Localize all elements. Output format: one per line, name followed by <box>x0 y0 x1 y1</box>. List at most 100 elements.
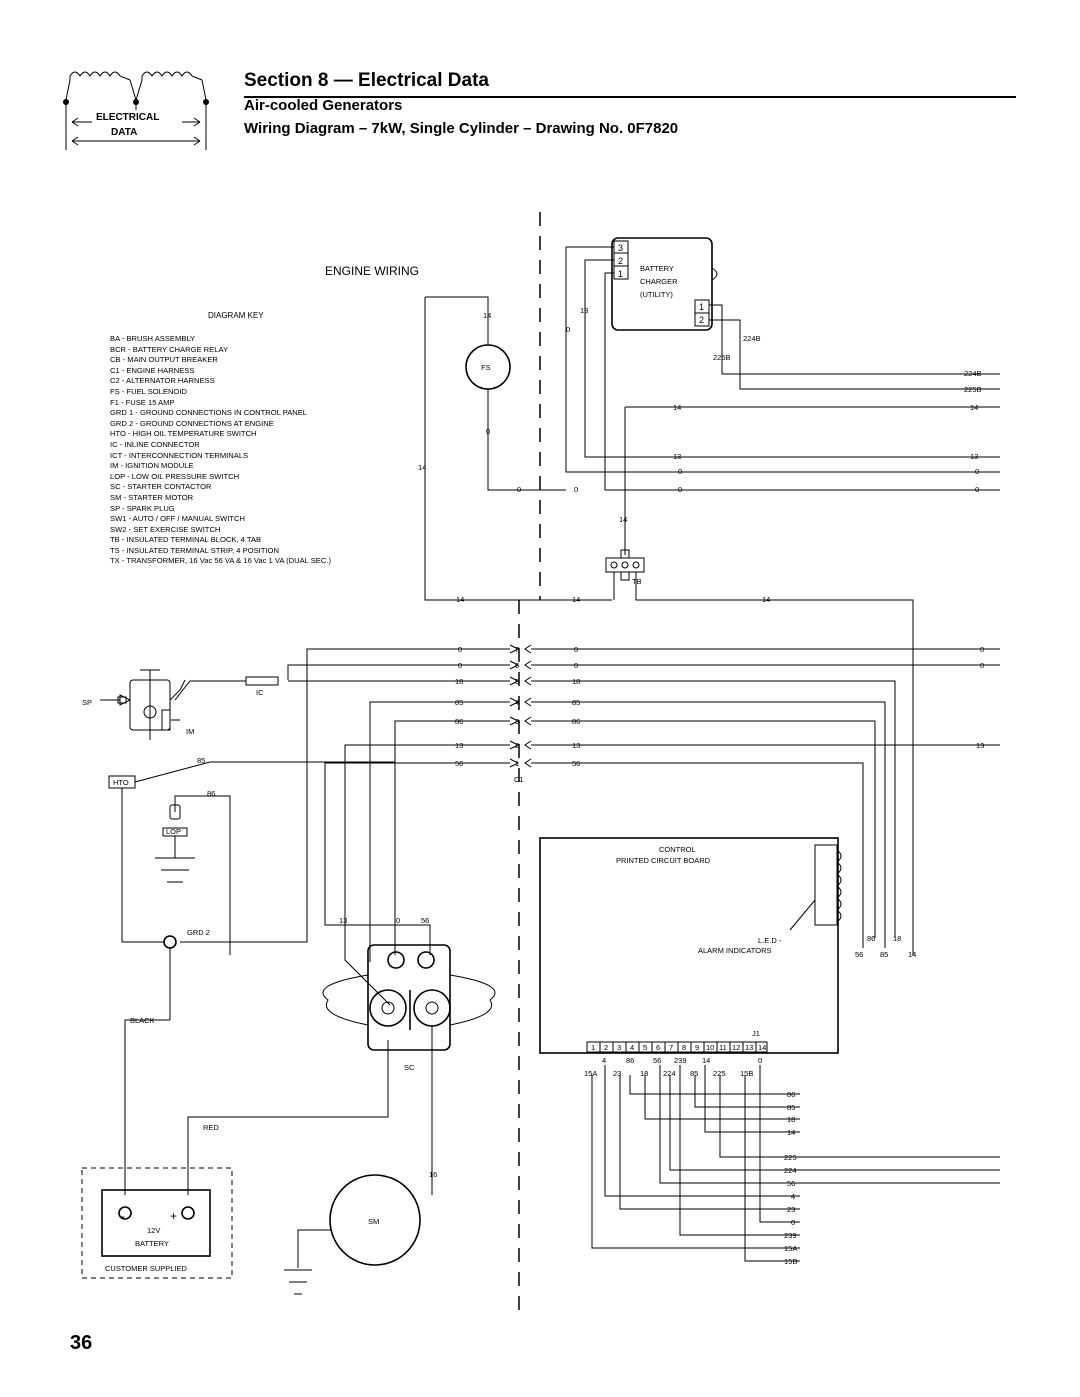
c1-left-13: 13 <box>455 741 463 750</box>
j1-pin-9: 9 <box>695 1043 699 1052</box>
c1-pin-2: 2 <box>515 741 519 750</box>
wire-86-lop <box>174 795 231 955</box>
charger-label-1: BATTERY <box>640 264 674 273</box>
c1-pin-1: 1 <box>515 759 519 768</box>
key-item: LOP - LOW OIL PRESSURE SWITCH <box>110 471 240 481</box>
side-56: 56 <box>855 950 863 959</box>
c1-pin-7: 7 <box>515 645 519 654</box>
wire-0-charger <box>565 246 1000 473</box>
key-item: SW2 - SET EXERCISE SWITCH <box>110 524 221 534</box>
label-0-fs: 0 <box>486 427 490 436</box>
label-14-left: 14 <box>418 463 426 472</box>
wire-56-c1-r1 <box>531 762 864 948</box>
label-14-fs: 14 <box>483 311 491 320</box>
label-16: 16 <box>429 1170 437 1179</box>
label-0-mid: 0 <box>517 485 521 494</box>
right-13: 13 <box>976 741 984 750</box>
c1-left-18: 18 <box>455 677 463 686</box>
c1-left-86: 86 <box>455 717 463 726</box>
j1-wire-85: 85 <box>690 1069 698 1078</box>
j1-header <box>586 1041 768 1053</box>
c1-right-18: 18 <box>572 677 580 686</box>
key-item: CB - MAIN OUTPUT BREAKER <box>110 355 218 365</box>
j1-label: J1 <box>752 1029 760 1038</box>
label-red: RED <box>203 1123 219 1132</box>
c1-pin-6: 6 <box>515 661 519 670</box>
out-56: 56 <box>787 1179 795 1188</box>
customer-supplied-box <box>81 1167 233 1279</box>
side-86: 86 <box>867 934 875 943</box>
charger-pin-3: 3 <box>618 243 623 253</box>
side-14: 14 <box>908 950 916 959</box>
label-14-r: 14 <box>673 403 681 412</box>
wire-j1-224 <box>669 1075 1000 1171</box>
j1-wire-14: 14 <box>702 1056 710 1065</box>
j1-wire-225: 225 <box>713 1069 726 1078</box>
label-grd2: GRD 2 <box>187 928 210 937</box>
key-item: GRD 2 - GROUND CONNECTIONS AT ENGINE <box>110 418 274 428</box>
j1-pin-3: 3 <box>617 1043 621 1052</box>
j1-wire-239: 239 <box>674 1056 687 1065</box>
j1-wire-15b: 15B <box>740 1069 753 1078</box>
key-item: GRD 1 - GROUND CONNECTIONS IN CONTROL PA… <box>110 408 308 418</box>
label-56-sc: 56 <box>421 916 429 925</box>
wire-red <box>187 1040 389 1195</box>
label-ic: IC <box>256 688 264 697</box>
wire-j1-56 <box>659 1065 1000 1184</box>
wire-85-hto <box>134 761 395 783</box>
wire-56-c1-1 <box>324 762 510 955</box>
charger-label-3: (UTILITY) <box>640 290 673 299</box>
wire-j1-85 <box>694 1075 800 1108</box>
wire-j1-23 <box>619 1075 800 1210</box>
grd2-ground <box>163 935 177 1020</box>
j1-pin-12: 12 <box>732 1043 740 1052</box>
c1-pin-5: 5 <box>515 677 519 686</box>
led-label-2: ALARM INDICATORS <box>698 946 771 955</box>
lop-switch <box>155 804 195 883</box>
wire-85-c1-4 <box>369 701 510 962</box>
j1-wire-4: 4 <box>602 1056 606 1065</box>
charger-pin-r1: 1 <box>699 302 704 312</box>
key-item: SC - STARTER CONTACTOR <box>110 482 212 492</box>
wire-hto-grd <box>121 788 164 943</box>
logo-text-data: DATA <box>111 127 138 138</box>
label-black: BLACK <box>130 1016 155 1025</box>
out-15a: 15A <box>784 1244 797 1253</box>
c1-left-0b: 0 <box>458 661 462 670</box>
label-sm: SM <box>368 1217 379 1226</box>
c1-pin-4: 4 <box>515 698 519 707</box>
control-board <box>539 837 839 1054</box>
key-item: ICT - INTERCONNECTION TERMINALS <box>110 450 249 460</box>
led-label-1: L.E.D - <box>758 936 782 945</box>
key-item: C2 - ALTERNATOR HARNESS <box>110 376 215 386</box>
label-14-c: 14 <box>762 595 770 604</box>
side-85: 85 <box>880 950 888 959</box>
wire-j1-239 <box>679 1065 800 1236</box>
c1-connector <box>509 644 532 768</box>
electrical-data-logo <box>63 71 209 150</box>
c1-right-0a: 0 <box>574 645 578 654</box>
out-4: 4 <box>791 1192 795 1201</box>
wire-j1-14 <box>704 1065 800 1133</box>
j1-pin-6: 6 <box>656 1043 660 1052</box>
label-86: 86 <box>207 789 215 798</box>
c1-right-56: 56 <box>572 759 580 768</box>
wire-86-c1-r3 <box>531 720 876 938</box>
diagram-key-title: DIAGRAM KEY <box>208 311 264 320</box>
out-86: 86 <box>787 1090 795 1099</box>
label-225b: 225B <box>713 353 731 362</box>
key-item: IM - IGNITION MODULE <box>110 461 194 471</box>
page-number: 36 <box>70 1332 93 1354</box>
wire-85-c1-r4 <box>531 701 886 948</box>
out-15b: 15B <box>784 1257 797 1266</box>
key-item: BCR - BATTERY CHARGE RELAY <box>110 344 229 354</box>
wire-224b <box>709 304 1000 375</box>
c1-right-85: 85 <box>572 698 580 707</box>
wire-14-tb-right <box>635 572 914 955</box>
wire-j1-18 <box>644 1075 800 1120</box>
j1-pin-8: 8 <box>682 1043 686 1052</box>
j1-wire-23: 23 <box>613 1069 621 1078</box>
label-13-sc: 13 <box>339 916 347 925</box>
label-14-b: 14 <box>572 595 580 604</box>
